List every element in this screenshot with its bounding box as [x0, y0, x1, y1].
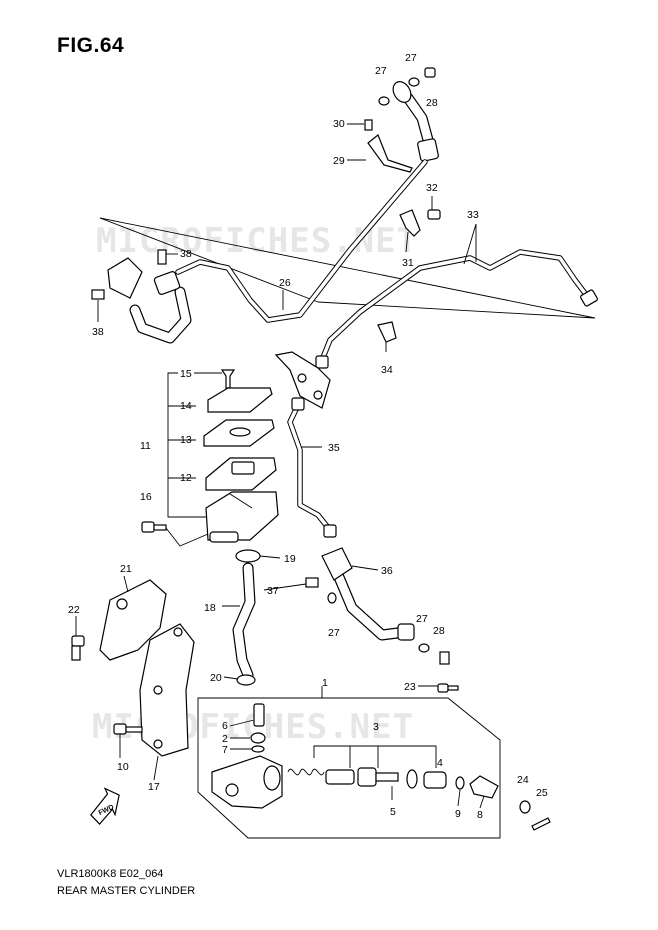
callout-15: 15: [180, 368, 192, 380]
callout-6: 6: [222, 720, 228, 732]
callout-21: 21: [120, 563, 132, 575]
callout-9: 9: [455, 808, 461, 820]
callout-37: 37: [267, 585, 279, 597]
master-cylinder-kit-frame: [197, 686, 501, 839]
callout-29: 29: [333, 155, 345, 167]
piston-kit: [287, 745, 499, 799]
brake-pipe-26: [175, 159, 428, 323]
callout-33: 33: [467, 209, 479, 221]
callout-27-lower-left: 27: [328, 627, 340, 639]
bracket-17: [113, 623, 195, 757]
callout-7: 7: [222, 744, 228, 756]
brake-pipe-33: [315, 249, 598, 369]
clamp-34: [377, 321, 397, 343]
pedal-bracket: [274, 351, 331, 409]
callout-36: 36: [381, 565, 393, 577]
callout-11: 11: [140, 440, 151, 452]
callout-27-top-left: 27: [375, 65, 387, 77]
leader-lines: [75, 123, 485, 809]
callout-38-bottom: 38: [92, 326, 104, 338]
callout-18: 18: [204, 602, 216, 614]
callout-19: 19: [284, 553, 296, 565]
brake-pipe-35: [287, 397, 337, 538]
callout-27-top-right: 27: [405, 52, 417, 64]
reference-triangle: [99, 217, 596, 319]
callout-1: 1: [322, 677, 328, 689]
reservoir-hose-18: [232, 549, 261, 686]
fwd-arrow-icon: FWD: [90, 787, 120, 825]
callout-labels: 1 2 3 4 5 6 7 8 9 10 11 12 13 14 15 16 1…: [68, 52, 548, 821]
model-code: VLR1800K8 E02_064: [57, 868, 164, 880]
callout-14: 14: [180, 400, 192, 412]
hose-36: [305, 547, 450, 665]
upper-hose-assembly: [364, 67, 439, 173]
callout-20: 20: [210, 672, 222, 684]
callout-24: 24: [517, 774, 529, 786]
callout-26: 26: [279, 277, 291, 289]
callout-35: 35: [328, 442, 340, 454]
callout-5: 5: [390, 806, 396, 818]
callout-27-lower-right: 27: [416, 613, 428, 625]
callout-34: 34: [381, 364, 393, 376]
loose-parts: [437, 683, 551, 831]
callout-23: 23: [404, 681, 416, 693]
bracket-21: [71, 579, 167, 661]
callout-28-top: 28: [426, 97, 438, 109]
diagram-name: REAR MASTER CYLINDER: [57, 885, 196, 897]
callout-25: 25: [536, 787, 548, 799]
callout-16: 16: [140, 491, 152, 503]
callout-28-lower: 28: [433, 625, 445, 637]
clamp-31: [399, 209, 441, 237]
callout-12: 12: [180, 472, 192, 484]
master-cylinder-body: [211, 703, 283, 809]
callout-13: 13: [180, 434, 192, 446]
callout-32: 32: [426, 182, 438, 194]
callout-4: 4: [437, 757, 443, 769]
callout-10: 10: [117, 761, 129, 773]
callout-38-top: 38: [180, 248, 192, 260]
reference-line: [99, 217, 319, 303]
callout-2: 2: [222, 733, 228, 745]
callout-17: 17: [148, 781, 160, 793]
reservoir-assembly: [141, 369, 279, 547]
callout-3: 3: [373, 721, 379, 733]
callout-30: 30: [333, 118, 345, 130]
callout-31: 31: [402, 257, 414, 269]
callout-8: 8: [477, 809, 483, 821]
left-hose-assembly: [91, 249, 192, 344]
figure-title: FIG.64: [57, 34, 125, 57]
callout-22: 22: [68, 604, 80, 616]
